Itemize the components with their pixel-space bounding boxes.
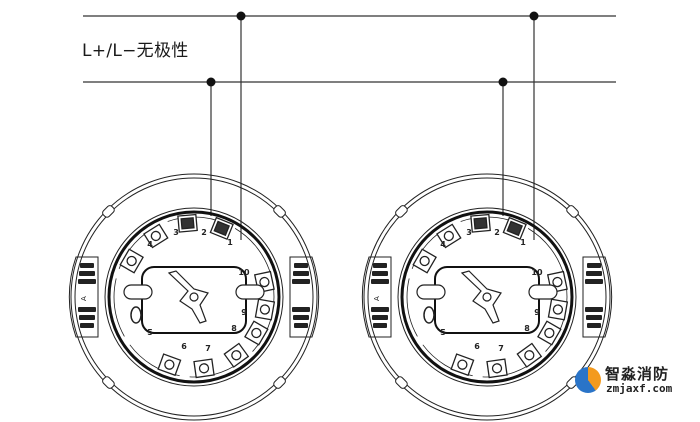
watermark-name: 智淼消防 xyxy=(605,365,670,383)
junction-dot xyxy=(236,11,246,21)
detector-base-left xyxy=(67,172,321,422)
watermark-url: zmjaxf.com xyxy=(606,382,673,395)
polarity-label: L+/L−无极性 xyxy=(82,41,189,61)
junction-dot xyxy=(529,11,539,21)
watermark-logo: 智淼消防 zmjaxf.com xyxy=(575,363,695,397)
junction-dot xyxy=(498,77,508,87)
logo-icon xyxy=(575,367,601,393)
junction-dot xyxy=(206,77,216,87)
